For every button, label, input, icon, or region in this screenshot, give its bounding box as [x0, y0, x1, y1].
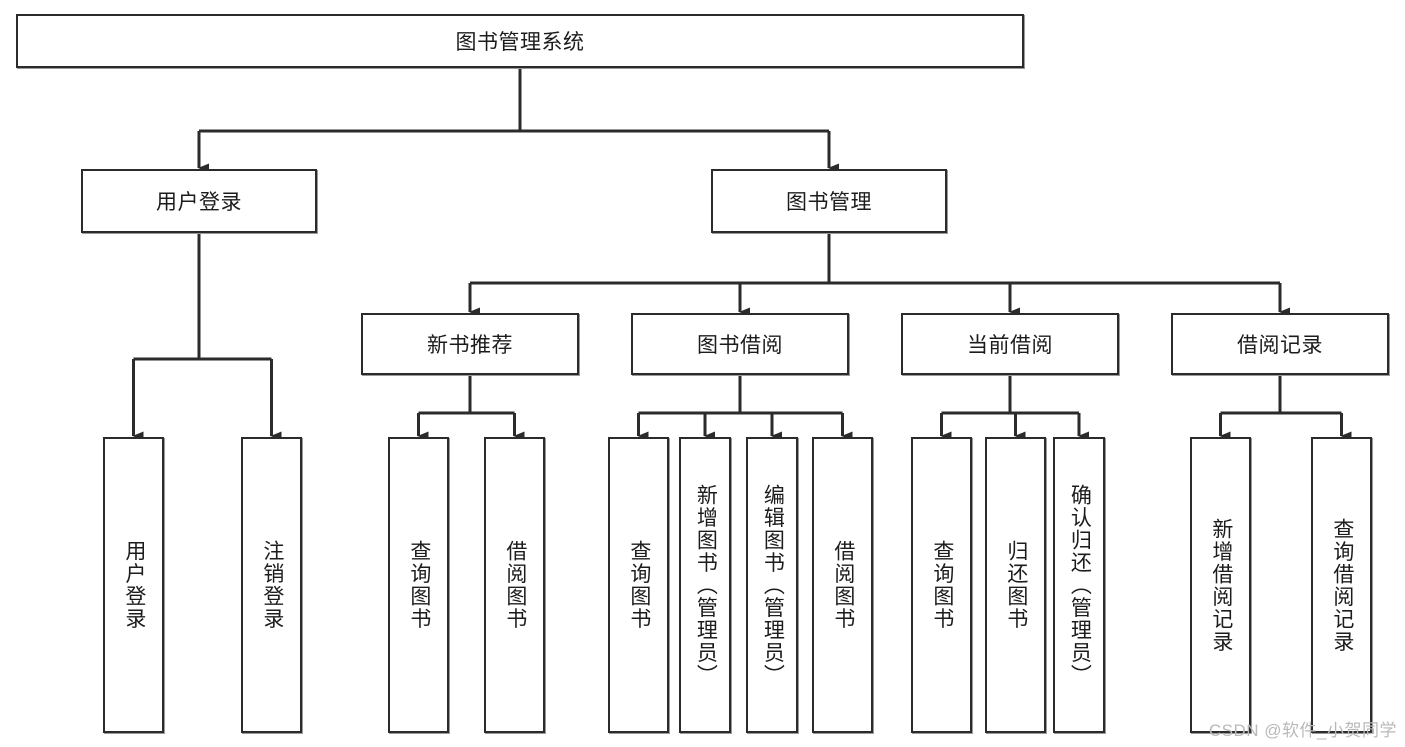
node-book-borrow-label: 图书借阅 — [697, 334, 783, 357]
node-leaf-query-book-3-label: 查询图书 — [930, 540, 954, 630]
node-leaf-add-book-label: 新增图书（管理员） — [694, 483, 718, 687]
node-current-borrow-label: 当前借阅 — [967, 334, 1053, 357]
node-current-borrow[interactable]: 当前借阅 — [901, 313, 1119, 375]
node-leaf-query-record-label: 查询借阅记录 — [1330, 517, 1354, 653]
node-leaf-edit-book-label: 编辑图书（管理员） — [761, 483, 785, 687]
node-user-login-label: 用户登录 — [156, 191, 242, 214]
node-leaf-confirm-return[interactable]: 确认归还（管理员） — [1053, 437, 1105, 733]
node-leaf-confirm-return-label: 确认归还（管理员） — [1068, 483, 1092, 687]
node-user-login[interactable]: 用户登录 — [81, 169, 317, 233]
node-leaf-return-book-label: 归还图书 — [1004, 540, 1028, 630]
node-leaf-add-book[interactable]: 新增图书（管理员） — [679, 437, 731, 733]
node-leaf-return-book[interactable]: 归还图书 — [985, 437, 1046, 733]
node-leaf-query-record[interactable]: 查询借阅记录 — [1311, 437, 1372, 733]
node-new-book-rec-label: 新书推荐 — [427, 334, 513, 357]
node-new-book-rec[interactable]: 新书推荐 — [361, 313, 579, 375]
node-borrow-record-label: 借阅记录 — [1237, 334, 1323, 357]
node-borrow-record[interactable]: 借阅记录 — [1171, 313, 1389, 375]
node-root-label: 图书管理系统 — [455, 31, 585, 54]
watermark-text: CSDN @软件_小贺同学 — [1208, 721, 1397, 740]
node-root[interactable]: 图书管理系统 — [16, 14, 1024, 68]
node-leaf-user-login[interactable]: 用户登录 — [103, 437, 164, 733]
node-leaf-query-book-1[interactable]: 查询图书 — [388, 437, 449, 733]
node-leaf-query-book-2-label: 查询图书 — [627, 540, 651, 630]
node-leaf-borrow-book-1[interactable]: 借阅图书 — [484, 437, 545, 733]
node-book-borrow[interactable]: 图书借阅 — [631, 313, 849, 375]
node-book-mgmt[interactable]: 图书管理 — [711, 169, 947, 233]
node-leaf-edit-book[interactable]: 编辑图书（管理员） — [746, 437, 798, 733]
node-leaf-logout[interactable]: 注销登录 — [241, 437, 302, 733]
node-leaf-borrow-book-1-label: 借阅图书 — [503, 540, 527, 630]
node-leaf-query-book-3[interactable]: 查询图书 — [911, 437, 972, 733]
node-leaf-user-login-label: 用户登录 — [122, 540, 146, 630]
node-leaf-query-book-2[interactable]: 查询图书 — [608, 437, 669, 733]
node-leaf-borrow-book-2-label: 借阅图书 — [831, 540, 855, 630]
node-leaf-borrow-book-2[interactable]: 借阅图书 — [812, 437, 873, 733]
node-leaf-add-record-label: 新增借阅记录 — [1209, 517, 1233, 653]
node-leaf-logout-label: 注销登录 — [260, 540, 284, 630]
node-book-mgmt-label: 图书管理 — [786, 191, 872, 214]
node-leaf-query-book-1-label: 查询图书 — [407, 540, 431, 630]
node-leaf-add-record[interactable]: 新增借阅记录 — [1190, 437, 1251, 733]
